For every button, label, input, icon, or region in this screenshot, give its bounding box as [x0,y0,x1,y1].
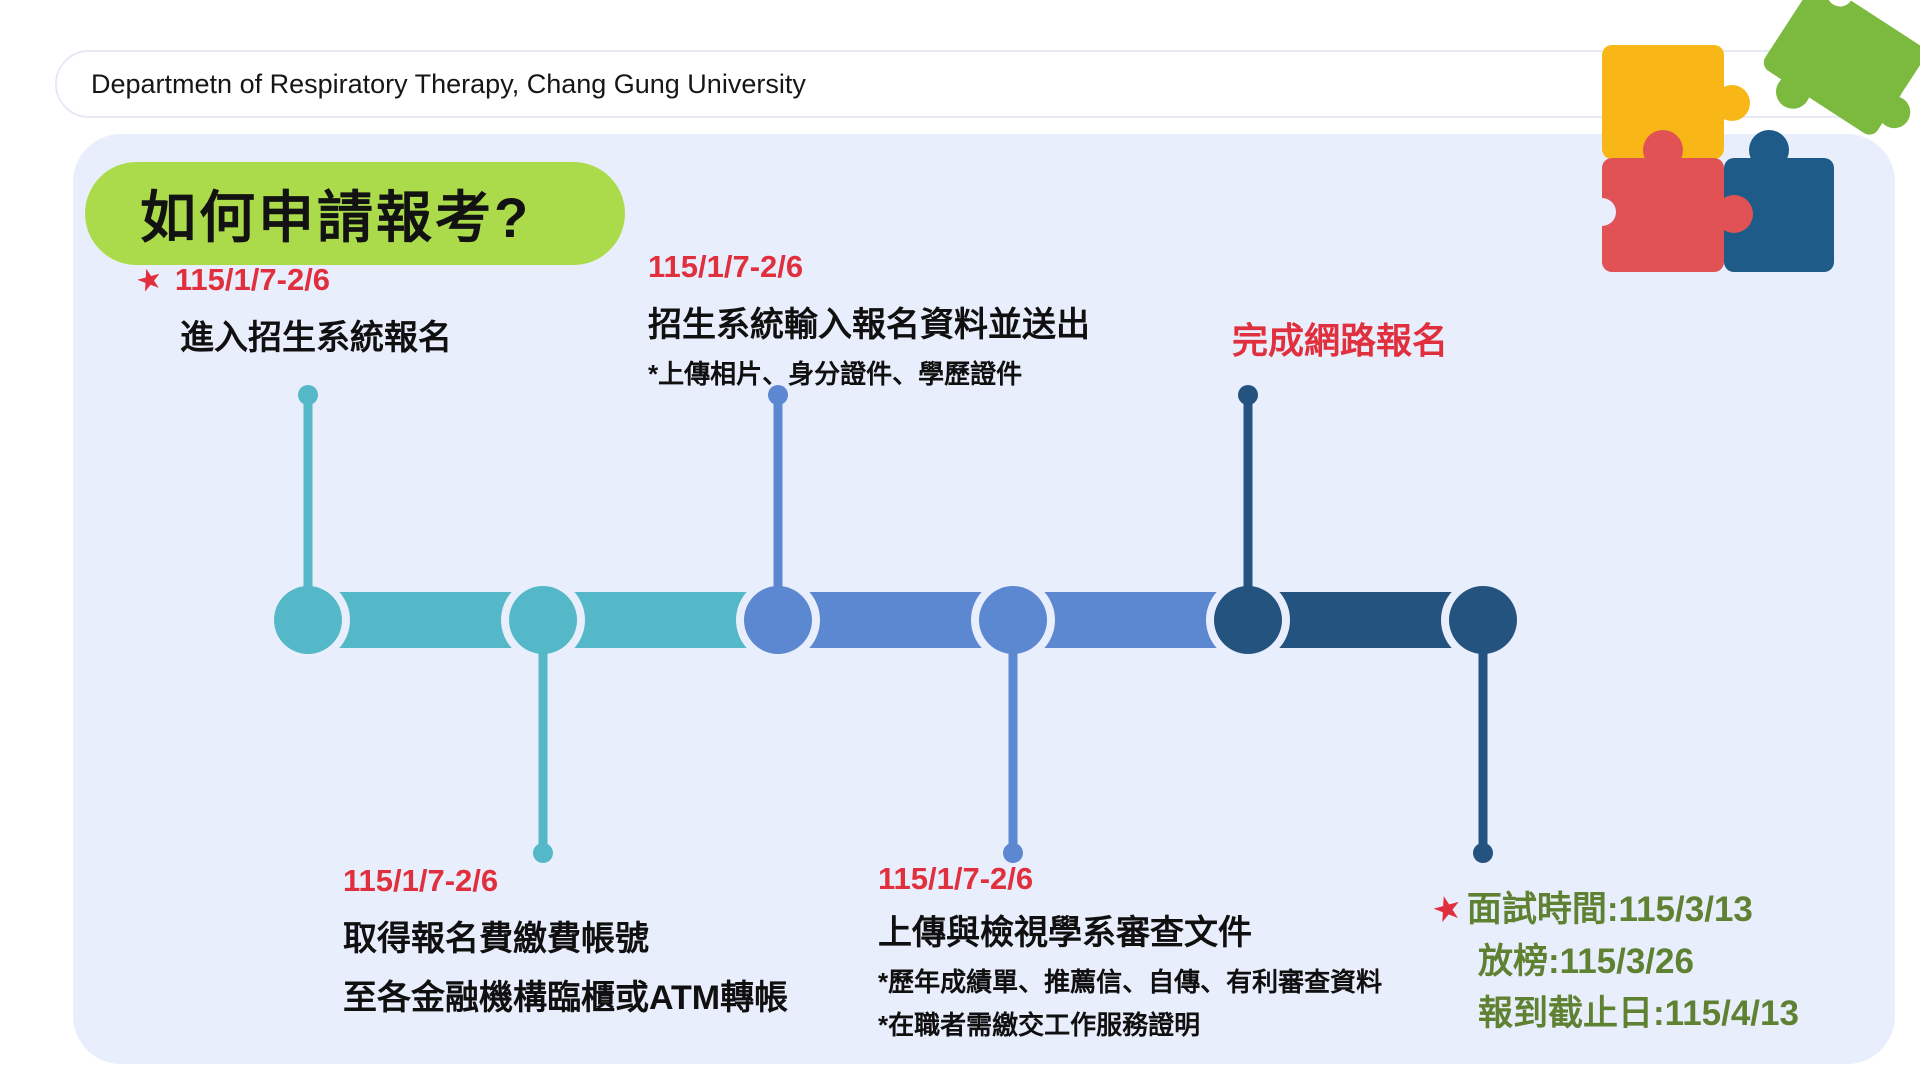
milestone-6-line3: 報到截止日:115/4/13 [1478,994,1799,1033]
timeline-node [509,586,577,654]
milestone-4-line2: 至各金融機構臨櫃或ATM轉帳 [343,979,789,1017]
milestone-2-title: 招生系統輸入報名資料並送出 [648,306,1090,344]
timeline-stem-dot [1003,843,1023,863]
milestone-1-date: 115/1/7-2/6 [174,262,331,297]
milestone-4-title: 取得報名費繳費帳號 [343,920,649,958]
milestone-2: 115/1/7-2/6 招生系統輸入報名資料並送出 *上傳相片、身分證件、學歷證… [648,249,1090,391]
milestone-3-title: 完成網路報名 [1232,320,1449,361]
milestone-5-note1: *歷年成績單、推薦信、自傳、有利審查資料 [878,967,1383,997]
puzzle-piece-red-icon [1602,130,1753,272]
milestone-4: 115/1/7-2/6 取得報名費繳費帳號 至各金融機構臨櫃或ATM轉帳 [343,863,788,1019]
timeline-node [1214,586,1282,654]
puzzle-decoration [1588,0,1920,272]
milestone-6-line2: 放榜:115/3/26 [1478,942,1694,981]
milestone-2-date: 115/1/7-2/6 [648,249,804,284]
puzzle-piece-green-icon [1763,0,1920,135]
star-icon: ★ [1430,890,1465,929]
puzzle-piece-yellow-icon [1602,45,1750,159]
slide-title-pill: 如何申請報考? [85,162,625,265]
timeline-stem-dot [533,843,553,863]
milestone-5: 115/1/7-2/6 上傳與檢視學系審查文件 *歷年成績單、推薦信、自傳、有利… [878,861,1382,1042]
milestone-5-note2: *在職者需繳交工作服務證明 [878,1010,1201,1040]
star-icon: ★ [132,260,167,300]
puzzle-piece-blue-icon [1724,130,1834,272]
timeline-node [744,586,812,654]
milestone-6: ★ 面試時間:115/3/13 放榜:115/3/26 報到截止日:115/4/… [1430,884,1799,1040]
header-title: Departmetn of Respiratory Therapy, Chang… [91,68,806,99]
milestone-5-title: 上傳與檢視學系審查文件 [878,914,1252,952]
puzzle-notch [1588,198,1616,226]
timeline-node [979,586,1047,654]
milestone-1: ★ 115/1/7-2/6 進入招生系統報名 [132,261,452,359]
timeline-node [1449,586,1517,654]
milestone-1-title: 進入招生系統報名 [180,319,452,357]
timeline-stem-dot [298,385,318,405]
header-bar: Departmetn of Respiratory Therapy, Chang… [55,50,1903,118]
timeline-stem-dot [768,385,788,405]
milestone-4-date: 115/1/7-2/6 [343,863,499,898]
slide-title: 如何申請報考? [140,186,532,249]
milestone-5-date: 115/1/7-2/6 [878,861,1034,896]
milestone-6-line1: 面試時間:115/3/13 [1466,890,1753,929]
timeline-stem-dot [1238,385,1258,405]
milestone-2-note: *上傳相片、身分證件、學歷證件 [648,359,1023,389]
timeline-node [274,586,342,654]
timeline-stem-dot [1473,843,1493,863]
